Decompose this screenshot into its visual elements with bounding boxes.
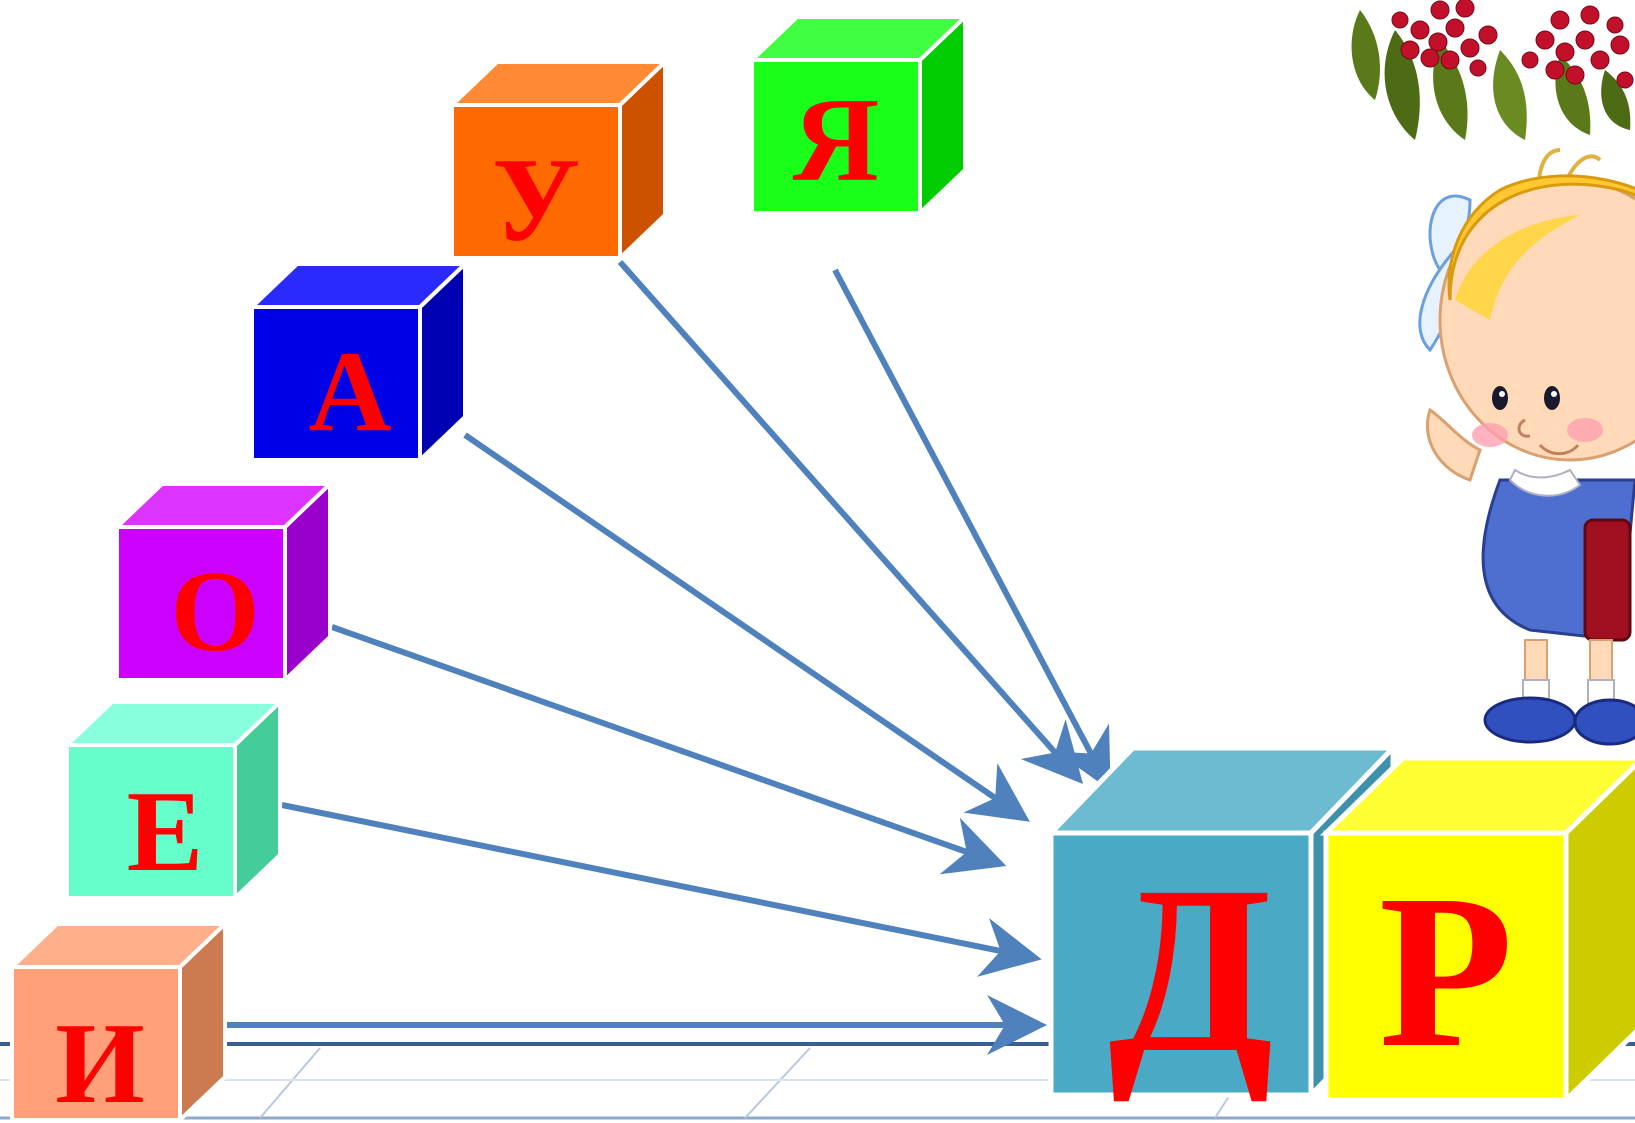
letter-cube-o[interactable]: О xyxy=(112,479,335,687)
cube-letter: Р xyxy=(1379,849,1513,1093)
cube-letter: Д xyxy=(1108,836,1273,1102)
cube-letter: А xyxy=(308,328,391,455)
letter-cube-ya[interactable]: Я xyxy=(747,12,970,220)
letter-cube-u[interactable]: У xyxy=(447,57,670,266)
letter-cube-i[interactable]: И xyxy=(7,919,230,1123)
berries xyxy=(1391,0,1634,89)
arrow-o-to-d xyxy=(330,624,1007,875)
arrow-ya-to-d xyxy=(832,268,1111,791)
arrow-u-to-d xyxy=(617,260,1083,784)
cube-letter: Я xyxy=(793,73,880,206)
letter-cube-e[interactable]: Е xyxy=(62,697,285,905)
cube-letter: И xyxy=(55,1000,144,1123)
cube-letter: О xyxy=(170,548,259,675)
letter-cube-a[interactable]: А xyxy=(247,259,470,467)
cube-letter: Е xyxy=(127,768,204,895)
arrow-e-to-d xyxy=(281,802,1042,977)
arrow-a-to-d xyxy=(463,432,1030,822)
letter-cube-r[interactable]: Р xyxy=(1319,755,1635,1110)
girl xyxy=(1418,148,1635,746)
cube-letter: У xyxy=(492,133,580,266)
